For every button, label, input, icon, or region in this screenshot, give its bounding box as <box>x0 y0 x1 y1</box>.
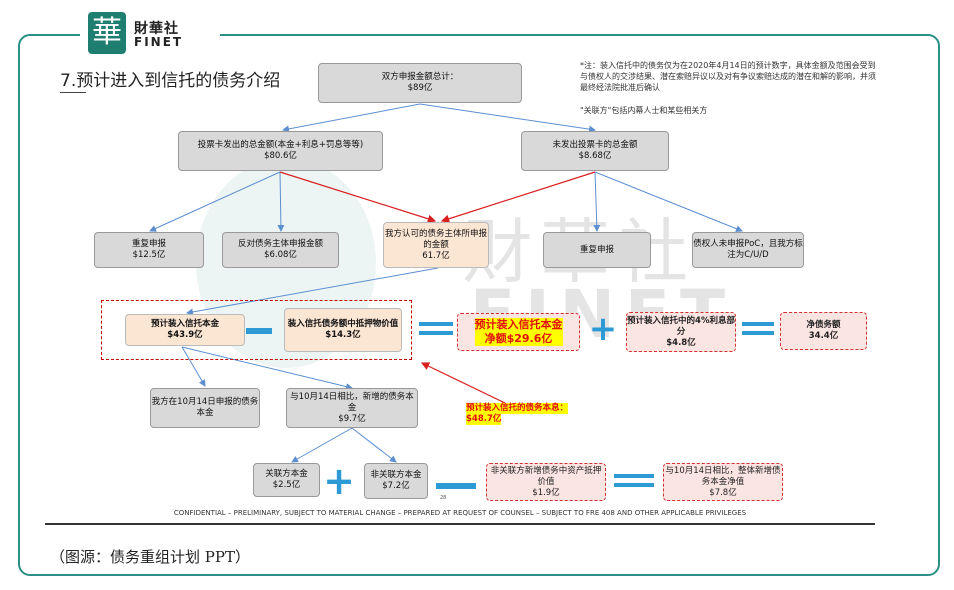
finet-logo: 華 財華社 FINET <box>80 8 220 56</box>
node-unfiled-poc: 债权人未申报PoC，且我方标注为C/U/D <box>692 232 804 268</box>
arrow-new-to-nonrelated <box>351 427 397 463</box>
node-label: 重复申报 <box>131 239 166 249</box>
arrow-total-to-unvoted <box>419 103 596 133</box>
node-label: 关联方本金 <box>265 469 308 479</box>
arrow-recognized-to-trust <box>186 267 439 316</box>
node-value: $8.68亿 <box>578 151 612 161</box>
arrow-trust-to-new <box>181 346 353 390</box>
node-oct-reported-principal: 我方在10月14日申报的债务本金 <box>150 388 260 428</box>
node-value: $80.6亿 <box>264 151 297 161</box>
node-value: $9.7亿 <box>338 413 366 424</box>
node-duplicate-2: 重复申报 <box>543 232 651 268</box>
node-label: 我方认可的债务主体所申报的金额 <box>384 228 487 250</box>
node-value: $1.9亿 <box>532 487 560 498</box>
plus-operator-2: + <box>323 459 355 503</box>
node-value: $2.5亿 <box>272 480 301 490</box>
red-arrow-unvoted-to-recognized <box>440 171 596 223</box>
slide-frame <box>18 34 940 576</box>
node-label: 与10月14日相比，整体新增债务本金净值 <box>665 465 781 487</box>
node-label: 债权人未申报PoC，且我方标注为C/U/D <box>693 239 803 260</box>
node-label: 净债务额 <box>806 320 841 330</box>
arrow-total-to-voted <box>282 103 421 133</box>
node-unvoted-total: 未发出投票卡的总金额$8.68亿 <box>521 131 669 171</box>
logo-name-en: FINET <box>134 35 184 49</box>
node-label: 未发出投票卡的总金额 <box>552 140 638 150</box>
node-label: 反对债务主体申报金额 <box>237 239 323 249</box>
node-label: 与10月14日相比，新增的债务本金 <box>290 391 414 413</box>
arrow-unvoted-to-poc <box>594 171 743 233</box>
footnote-related-party: "关联方"包括内幕人士和某些相关方 <box>580 106 708 115</box>
node-label: 重复申报 <box>579 244 614 255</box>
annotation-total-debt: 预计装入信托的债务本息： $48.7亿 <box>466 403 569 425</box>
node-new-principal: 与10月14日相比，新增的债务本金$9.7亿 <box>286 388 418 428</box>
annotation-value: $48.7亿 <box>466 414 502 425</box>
node-label: 双方申报金额总计： <box>381 72 459 82</box>
annotation-label: 预计装入信托的债务本息： <box>466 403 569 414</box>
node-label: 非关联方新增债务中资产抵押价值 <box>490 465 602 487</box>
node-duplicate-1: 重复申报$12.5亿 <box>94 232 204 268</box>
red-arrow-annotation <box>420 362 506 404</box>
node-value: $6.08亿 <box>264 250 297 260</box>
node-value: $4.8亿 <box>666 337 696 348</box>
node-value: $14.3亿 <box>325 330 361 340</box>
minus-operator-2 <box>436 483 476 489</box>
confidential-notice: CONFIDENTIAL – PRELIMINARY, SUBJECT TO M… <box>173 509 747 517</box>
trust-equation-group <box>101 300 412 360</box>
node-trust-principal: 预计装入信托本金$43.9亿 <box>125 314 245 346</box>
node-net-trust-principal: 预计装入信托本金净额$29.6亿 <box>457 313 580 351</box>
node-label: 预计装入信托本金 <box>474 318 563 332</box>
minus-operator-1 <box>246 328 272 334</box>
node-collateral-value: 装入信托债务额中抵押物价值$14.3亿 <box>284 308 402 352</box>
node-value: $7.8亿 <box>709 487 737 498</box>
node-value: $89亿 <box>407 83 433 93</box>
node-label: 预计装入信托本金 <box>150 319 219 329</box>
node-against-claims: 反对债务主体申报金额$6.08亿 <box>222 232 339 268</box>
node-value: $43.9亿 <box>167 330 203 340</box>
arrow-new-to-related <box>291 427 353 463</box>
arrow-trust-to-oct <box>181 346 206 387</box>
node-nonrelated-collateral: 非关联方新增债务中资产抵押价值$1.9亿 <box>486 463 606 501</box>
page-number: 28 <box>440 495 447 501</box>
node-related-principal: 关联方本金$2.5亿 <box>253 463 320 497</box>
title-underline <box>60 92 86 93</box>
equals-operator-3 <box>614 474 654 492</box>
equals-operator-2 <box>742 322 774 340</box>
node-value: 61.7亿 <box>422 250 450 261</box>
node-interest-part: 预计装入信托中的4%利息部分$4.8亿 <box>626 312 736 352</box>
node-label: 投票卡发出的总金额(本金+利息+罚息等等) <box>197 140 364 150</box>
node-label: 预计装入信托中的4%利息部分 <box>627 315 735 337</box>
node-value: $7.2亿 <box>382 481 410 491</box>
node-overall-new-net: 与10月14日相比，整体新增债务本金净值$7.8亿 <box>663 463 783 501</box>
logo-name-cn: 財華社 <box>134 21 179 37</box>
arrow-voted-to-against <box>277 171 285 232</box>
logo-emblem: 華 <box>88 12 126 54</box>
node-value: 净额$29.6亿 <box>474 332 563 346</box>
node-label: 我方在10月14日申报的债务本金 <box>151 397 259 418</box>
node-nonrelated-principal: 非关联方本金$7.2亿 <box>364 463 428 499</box>
node-value: $12.5亿 <box>132 250 166 260</box>
page-title: 7.预计进入到信托的债务介绍 <box>60 71 281 91</box>
image-caption: （图源：债务重组计划 PPT） <box>50 548 250 566</box>
bottom-divider <box>45 523 875 525</box>
node-total-declared: 双方申报金额总计：$89亿 <box>318 63 522 103</box>
plus-operator-1: + <box>588 309 618 349</box>
node-label: 非关联方本金 <box>370 470 422 480</box>
arrow-unvoted-to-dup2 <box>593 171 601 232</box>
node-label: 装入信托债务额中抵押物价值 <box>287 319 399 329</box>
node-value: 34.4亿 <box>808 331 839 341</box>
arrow-voted-to-dup1 <box>149 171 281 232</box>
red-arrow-voted-to-recognized <box>279 171 437 223</box>
node-voted-total: 投票卡发出的总金额(本金+利息+罚息等等)$80.6亿 <box>178 131 383 171</box>
equals-operator-1 <box>419 322 453 340</box>
footnote-text: *注：装入信托中的债务仅为在2020年4月14日的预计数字，具体金额及范围会受到… <box>580 61 876 92</box>
